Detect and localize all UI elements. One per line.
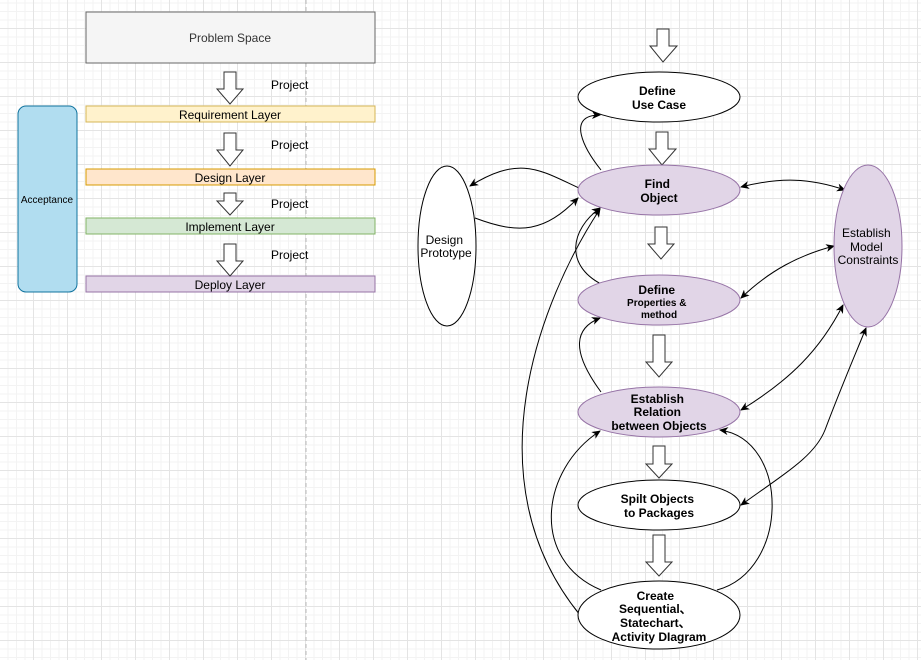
problem-space-shape <box>85 11 376 64</box>
acceptance-box[interactable]: Acceptance <box>17 105 78 293</box>
requirement-layer-label: Requirement Layer <box>179 108 281 122</box>
create-diagrams-line: Activity DIagram <box>612 630 707 644</box>
project-label: Project <box>271 78 309 92</box>
implement-layer-shape <box>85 217 376 235</box>
split-objects-shape <box>577 479 741 531</box>
svg-text:Design Prototype: Design Prototype <box>420 233 472 260</box>
establish-relation-line: between Objects <box>611 419 707 433</box>
define-properties-line: Properties & <box>627 298 686 309</box>
connector-properties-to-find <box>575 207 602 285</box>
svg-text:Establish Relation: Establish Relation between Objects <box>611 392 707 433</box>
model-constraints-line: Constraints <box>838 253 899 267</box>
block-arrow-down-icon <box>644 534 674 577</box>
define-properties-line: method <box>641 310 677 321</box>
acceptance-shape <box>17 105 78 293</box>
node-define-properties[interactable]: Define Properties & method <box>577 274 741 326</box>
block-arrow-down-icon <box>215 132 245 167</box>
node-define-use-case[interactable]: Define Use Case <box>577 71 741 123</box>
create-diagrams-line: Statechart、 <box>620 616 691 630</box>
define-properties-shape <box>577 274 741 326</box>
svg-text:Find Object: Find Object <box>640 177 677 205</box>
block-arrow-down-icon <box>644 445 674 479</box>
connector-relation-constraints <box>740 304 844 411</box>
define-use-case-line: Define <box>639 84 676 98</box>
svg-text:Define Use Case: Define Use Case <box>632 84 686 112</box>
block-arrow-down-icon <box>215 71 245 105</box>
connector-split-constraints <box>740 327 867 506</box>
find-object-line: Find <box>645 177 670 191</box>
implement-layer-label: Implement Layer <box>185 220 274 234</box>
model-constraints-line: Establish <box>842 226 891 240</box>
node-establish-relation[interactable]: Establish Relation between Objects <box>577 386 741 438</box>
block-arrow-down-icon <box>647 131 678 166</box>
design-layer-label: Design Layer <box>195 171 266 185</box>
requirement-layer-shape <box>85 105 376 123</box>
design-prototype-line: Design <box>426 233 463 247</box>
node-model-constraints[interactable]: Establish Model Constraints <box>833 164 903 328</box>
connector-create-to-relation <box>550 430 602 591</box>
block-arrow-down-icon <box>215 243 245 277</box>
deploy-layer-label: Deploy Layer <box>195 278 266 292</box>
create-diagrams-line: Create <box>637 589 675 603</box>
problem-space-label: Problem Space <box>189 31 271 45</box>
node-design-prototype[interactable]: Design Prototype <box>417 165 477 327</box>
design-prototype-shape <box>417 165 477 327</box>
connector-relation-to-properties <box>579 317 602 393</box>
svg-text:Create Sequential、: Create Sequential、 Statechart、 Activity … <box>612 589 707 644</box>
connector-find-to-prototype <box>469 167 580 189</box>
design-layer[interactable]: Design Layer <box>85 168 376 186</box>
connector-find-to-usecase <box>580 111 602 171</box>
node-split-objects[interactable]: Spilt Objects to Packages <box>577 479 741 531</box>
find-object-line: Object <box>640 191 677 205</box>
project-label: Project <box>271 197 309 211</box>
svg-text:Define Properties &: Define Properties & method <box>627 281 691 321</box>
deploy-layer[interactable]: Deploy Layer <box>85 275 376 293</box>
design-prototype-line: Prototype <box>420 246 472 260</box>
project-label: Project <box>271 248 309 262</box>
split-objects-line: Spilt Objects <box>621 492 695 506</box>
project-label: Project <box>271 138 309 152</box>
implement-layer[interactable]: Implement Layer <box>85 217 376 235</box>
define-properties-line: Define <box>638 283 675 297</box>
block-arrow-down-icon <box>644 334 674 378</box>
connector-create-to-find <box>521 208 601 616</box>
find-object-shape <box>577 164 741 216</box>
acceptance-label: Acceptance <box>21 195 74 206</box>
node-create-diagrams[interactable]: Create Sequential、 Statechart、 Activity … <box>577 580 741 650</box>
model-constraints-line: Model <box>850 240 883 254</box>
create-diagrams-line: Sequential、 <box>619 602 692 616</box>
connector-prototype-to-find <box>474 197 579 229</box>
connector-properties-constraints <box>740 244 835 299</box>
define-use-case-line: Use Case <box>632 98 686 112</box>
problem-space-box[interactable]: Problem Space <box>85 11 376 64</box>
block-arrow-down-icon <box>648 28 679 63</box>
requirement-layer[interactable]: Requirement Layer <box>85 105 376 123</box>
svg-text:Establish Model Co: Establish Model Constraints <box>838 226 899 267</box>
node-find-object[interactable]: Find Object <box>577 164 741 216</box>
model-constraints-shape <box>833 164 903 328</box>
block-arrow-down-icon <box>646 226 676 260</box>
design-layer-shape <box>85 168 376 186</box>
establish-relation-shape <box>577 386 741 438</box>
block-arrow-down-icon <box>215 192 245 216</box>
establish-relation-line: Relation <box>634 405 681 419</box>
split-objects-line: to Packages <box>624 506 694 520</box>
svg-text:Spilt Objects to Package: Spilt Objects to Packages <box>621 492 698 520</box>
create-diagrams-shape <box>577 580 741 650</box>
connector-find-constraints <box>740 179 846 192</box>
establish-relation-line: Establish <box>631 392 684 406</box>
define-use-case-shape <box>577 71 741 123</box>
